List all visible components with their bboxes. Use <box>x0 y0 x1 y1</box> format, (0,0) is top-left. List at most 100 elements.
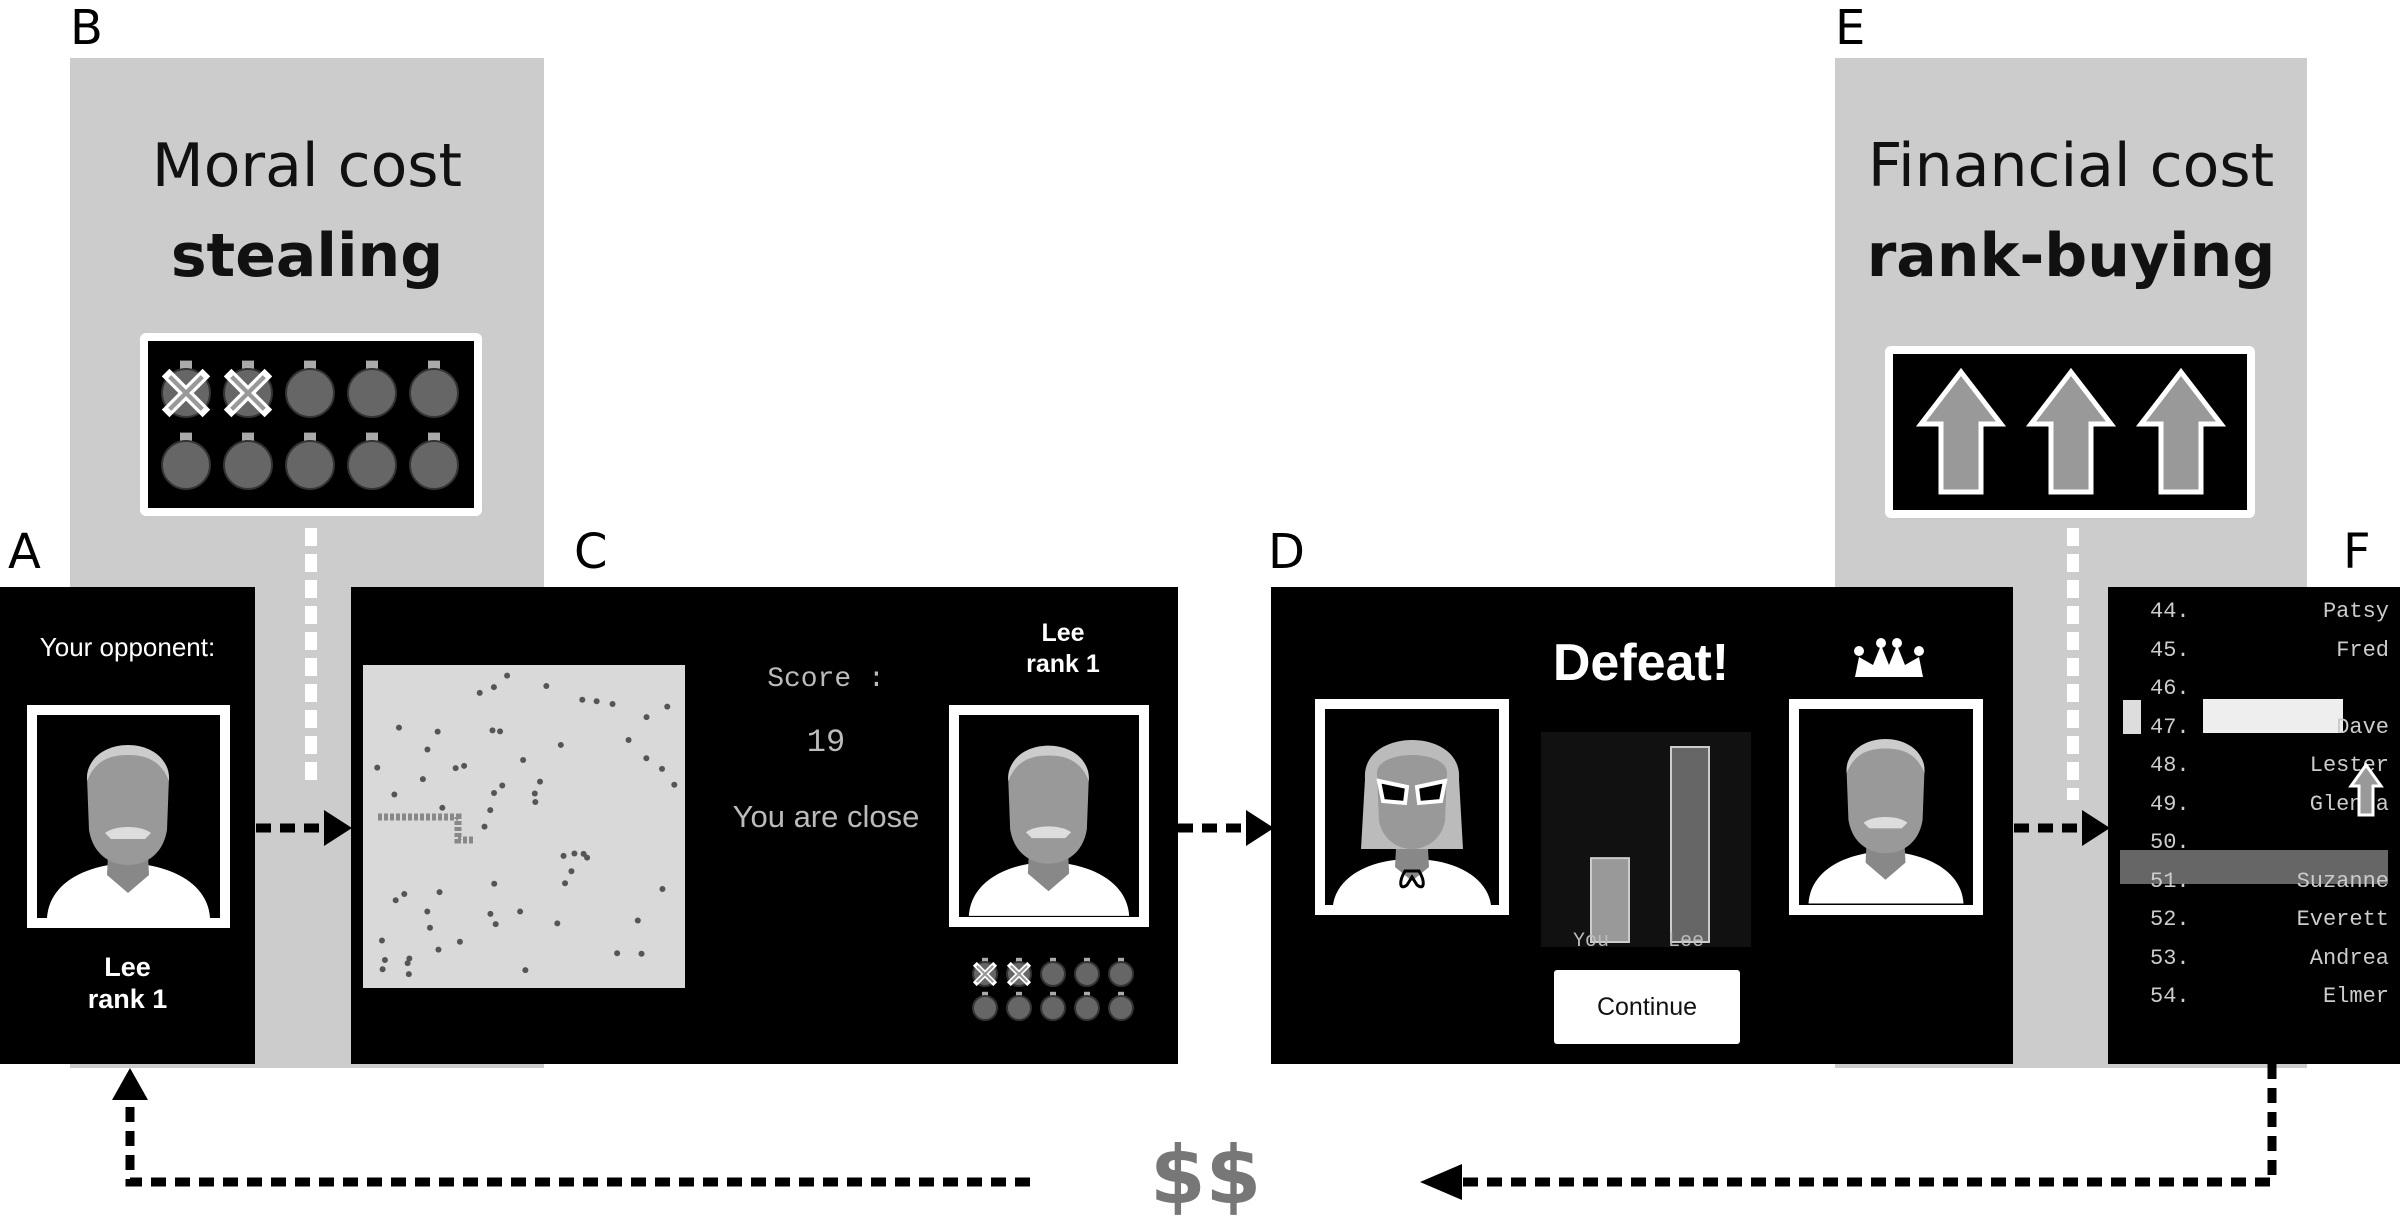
stolen-bomb-icon <box>223 360 273 418</box>
item-dot <box>562 880 569 887</box>
winner-portrait-frame <box>1789 699 1983 915</box>
rank-name: Patsy <box>2322 599 2389 624</box>
rank-number: 44. <box>2150 599 2190 624</box>
item-dot <box>638 950 645 957</box>
bomb-icon <box>972 991 998 1021</box>
bomb-icon <box>409 432 459 490</box>
item-dot <box>614 950 621 957</box>
item-dot <box>584 854 591 861</box>
item-dot <box>456 938 463 945</box>
arrow-up-icon <box>112 1068 148 1100</box>
rank-number: 50. <box>2150 830 2190 855</box>
item-dot <box>439 804 446 811</box>
status-message: You are close <box>732 799 920 834</box>
item-dot <box>609 700 616 707</box>
bar-label-lee: Lee <box>1667 930 1704 953</box>
rank-number: 46. <box>2150 676 2190 701</box>
item-dot <box>504 672 511 679</box>
panel-opponent: Your opponent: Lee rank 1 <box>0 587 255 1064</box>
rank-number: 52. <box>2150 907 2190 932</box>
item-dot <box>461 762 468 769</box>
label-e: E <box>1835 0 1866 56</box>
label-c: C <box>574 524 608 580</box>
item-dot <box>520 756 527 763</box>
arrow-right-icon <box>2082 810 2110 846</box>
opponent-header: Your opponent: <box>39 632 216 662</box>
score-bar-chart <box>1541 732 1751 947</box>
bomb-icon <box>161 432 211 490</box>
rank-name: Fred <box>2336 637 2389 663</box>
stolen-bomb-icon <box>1006 957 1032 987</box>
item-dot <box>487 910 494 917</box>
rank-number: 51. <box>2150 868 2190 894</box>
item-dot <box>491 880 498 887</box>
item-dot <box>487 807 494 814</box>
item-dot <box>379 966 386 973</box>
money-symbol: $$ <box>1150 1129 1262 1222</box>
item-dot <box>554 920 561 927</box>
panel-result: Defeat! You Lee Continue <box>1271 587 2013 1064</box>
item-dot <box>391 791 398 798</box>
bomb-icon <box>409 360 459 418</box>
bomb-grid <box>161 360 459 490</box>
rank-name: Lester <box>2309 753 2389 778</box>
financial-cost-subtitle: rank-buying <box>1866 221 2276 291</box>
item-dot <box>426 924 433 931</box>
item-dot <box>395 724 402 731</box>
up-arrow-icon <box>2135 367 2227 495</box>
financial-cost-title: Financial cost <box>1867 131 2275 201</box>
highlight-you-row <box>2203 699 2343 733</box>
rank-name: Glenda <box>2309 791 2389 817</box>
continue-button[interactable]: Continue <box>1554 970 1740 1044</box>
result-title: Defeat! <box>1552 634 1730 692</box>
bomb-icon <box>1074 991 1100 1021</box>
item-dot <box>664 703 671 710</box>
opponent-portrait-frame <box>27 705 230 928</box>
item-dot <box>531 790 538 797</box>
item-dot <box>490 684 497 691</box>
item-dot <box>476 689 483 696</box>
rank-number: 53. <box>2150 945 2190 971</box>
item-dot <box>517 908 524 915</box>
continue-label: Continue <box>1596 992 1698 1021</box>
up-arrow-icon <box>2025 367 2117 495</box>
item-dot <box>491 789 498 796</box>
bomb-icon <box>347 360 397 418</box>
opponent-rank: rank 1 <box>87 984 168 1014</box>
item-dot <box>489 727 496 734</box>
bomb-icon <box>347 432 397 490</box>
rank-name-you: > YOU < <box>2226 676 2320 701</box>
empty-slot-row <box>2120 850 2388 884</box>
item-dot <box>374 764 381 771</box>
arrow-right-icon <box>1246 810 1274 846</box>
item-dot <box>671 781 678 788</box>
score-value: 19 <box>806 724 846 761</box>
bomb-icon <box>285 432 335 490</box>
item-dot <box>643 714 650 721</box>
item-dot <box>557 741 564 748</box>
item-dot <box>659 886 666 893</box>
item-dot <box>593 698 600 705</box>
remaining-bombs <box>972 957 1134 1021</box>
item-dot <box>532 798 539 805</box>
opponent-name: Lee <box>104 952 151 982</box>
stealing-bombs-box <box>140 333 482 516</box>
rival-portrait-frame <box>949 705 1149 927</box>
moral-cost-title: Moral cost <box>151 131 463 201</box>
rank-name: Suzanne <box>2296 868 2389 894</box>
rival-rank: rank 1 <box>1026 650 1100 678</box>
rank-number: 45. <box>2150 637 2190 663</box>
item-dot <box>452 765 459 772</box>
arrow-left-icon <box>1420 1164 1462 1200</box>
item-dot <box>424 908 431 915</box>
bomb-icon <box>223 432 273 490</box>
rank-name: Andrea <box>2309 945 2389 971</box>
game-dots <box>374 672 678 978</box>
label-b: B <box>70 0 103 56</box>
player-avatar-icon <box>1333 740 1491 905</box>
item-dot <box>571 850 578 857</box>
lee-avatar-icon <box>47 745 210 918</box>
bomb-icon <box>1040 957 1066 987</box>
